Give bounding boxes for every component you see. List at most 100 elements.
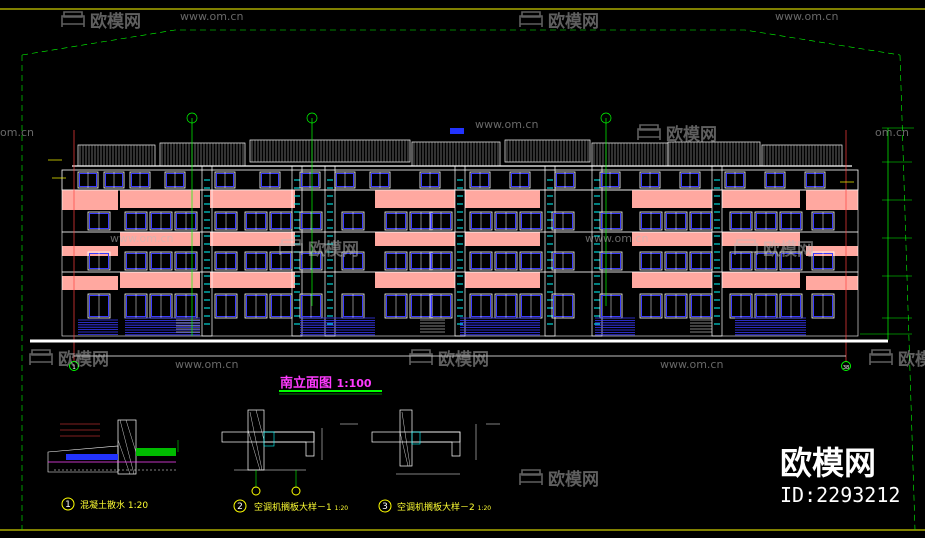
watermark-url: om.cn (875, 126, 909, 139)
base-skirting (595, 317, 635, 336)
pink-spandrel (722, 272, 800, 288)
stair-column (711, 165, 723, 337)
watermark-url: www.om.cn (660, 358, 723, 371)
stair-column-marks (457, 179, 463, 325)
watermark-url: www.om.cn (110, 232, 173, 245)
detail-1-caption: 混凝土散水 1:20 (80, 499, 148, 511)
pink-spandrel (62, 246, 118, 256)
pink-spandrel (722, 190, 800, 208)
base-skirting (125, 317, 200, 336)
pink-spandrel (806, 246, 858, 256)
roof-tiles (669, 142, 758, 166)
sofa-logo-icon (637, 124, 661, 140)
roof-tiles (251, 140, 409, 162)
pink-spandrel (465, 232, 540, 246)
stair-column (591, 165, 603, 337)
pink-spandrel (465, 190, 540, 208)
pink-spandrel (722, 232, 800, 246)
roof-tiles (413, 142, 499, 166)
pink-spandrel (210, 190, 295, 208)
axis-bubble-right (841, 361, 851, 371)
stair-column-marks (327, 179, 333, 325)
sofa-logo-icon (61, 11, 85, 27)
axis-lines (48, 112, 854, 362)
watermark-text: 欧模网 (548, 469, 599, 490)
watermark-text: 欧模网 (308, 239, 359, 260)
detail-2-number: 2 (237, 502, 243, 512)
watermark-text: 欧模网 (666, 124, 717, 145)
detail-3-caption: 空调机搁板大样－2 1:20 (397, 501, 491, 513)
roof-tiles (593, 143, 667, 166)
sofa-logo-icon (734, 239, 758, 255)
axis-bubble (186, 112, 198, 124)
sofa-logo-icon (519, 11, 543, 27)
base-skirting (735, 317, 806, 336)
stair-column (324, 165, 336, 337)
roof-tiles (161, 143, 244, 166)
windows (77, 171, 835, 336)
stair-column (201, 165, 213, 337)
detail-1-number: 1 (65, 500, 71, 510)
detail-1-concrete-apron (47, 419, 179, 511)
watermark-text: 欧模网 (763, 239, 814, 260)
roof-tiles (506, 140, 589, 162)
detail-2-ac-shelf (221, 409, 358, 513)
pink-spandrel (210, 232, 295, 246)
stair-column-marks (204, 179, 210, 325)
base-skirting (78, 319, 118, 335)
pink-spandrel (62, 190, 118, 210)
watermark-url: www.om.cn (180, 10, 243, 23)
watermark-text: 欧模网 (898, 349, 925, 370)
brand-watermark: 欧模网 (780, 444, 876, 482)
sofa-logo-icon (409, 349, 433, 365)
sofa-logo-icon (61, 11, 85, 27)
pink-spandrel (120, 190, 200, 208)
axis-bubble-left-num: 1 (72, 364, 76, 371)
watermark-text: 欧模网 (438, 349, 489, 370)
pink-spandrel (806, 276, 858, 290)
axis-bubble (306, 112, 318, 124)
pink-spandrel (375, 232, 455, 246)
sofa-logo-icon (519, 469, 543, 485)
pink-spandrel (806, 190, 858, 210)
sofa-logo-icon (519, 11, 543, 27)
sofa-logo-icon (409, 349, 433, 365)
drawing-title: 南立面图 1:100 (280, 375, 372, 391)
pink-spandrel (62, 276, 118, 290)
axis-bubble (600, 112, 612, 124)
detail-3-number: 3 (382, 502, 388, 512)
pink-spandrel (632, 190, 712, 208)
watermark-text: 欧模网 (90, 11, 141, 32)
watermark-text: 欧模网 (58, 349, 109, 370)
stair-column-marks (594, 179, 600, 325)
sofa-logo-icon (869, 349, 893, 365)
watermark-url: www.om.cn (175, 358, 238, 371)
watermarks: 欧模网欧模网欧模网欧模网欧模网欧模网欧模网欧模网欧模网www.om.cnwww.… (0, 10, 925, 490)
detail-3-ac-shelf (371, 409, 500, 513)
sofa-logo-icon (279, 239, 303, 255)
roof-tiles (763, 145, 840, 166)
base-skirting (460, 317, 540, 336)
axis-bubble-left (69, 361, 79, 371)
sofa-logo-icon (519, 469, 543, 485)
elevation-level-ruler (860, 127, 914, 340)
top-dashed-boundary (21, 29, 901, 56)
detail-2-caption: 空调机搁板大样－1 1:20 (254, 501, 348, 513)
pink-spandrel (120, 232, 200, 246)
stair-column (454, 165, 466, 337)
watermark-url: www.om.cn (585, 232, 648, 245)
roof-tiles (79, 145, 153, 166)
stair-column (544, 165, 556, 337)
pink-spandrel (375, 272, 455, 288)
pink-spandrel (210, 272, 295, 288)
stair-column-marks (547, 179, 553, 325)
pink-spandrel (120, 272, 200, 288)
pink-spandrel (632, 272, 712, 288)
watermark-url: www.om.cn (775, 10, 838, 23)
brand-id: ID:2293212 (780, 483, 900, 507)
sofa-logo-icon (637, 124, 661, 140)
stair-column-marks (714, 179, 720, 325)
watermark-url: om.cn (0, 126, 34, 139)
sofa-logo-icon (29, 349, 53, 365)
